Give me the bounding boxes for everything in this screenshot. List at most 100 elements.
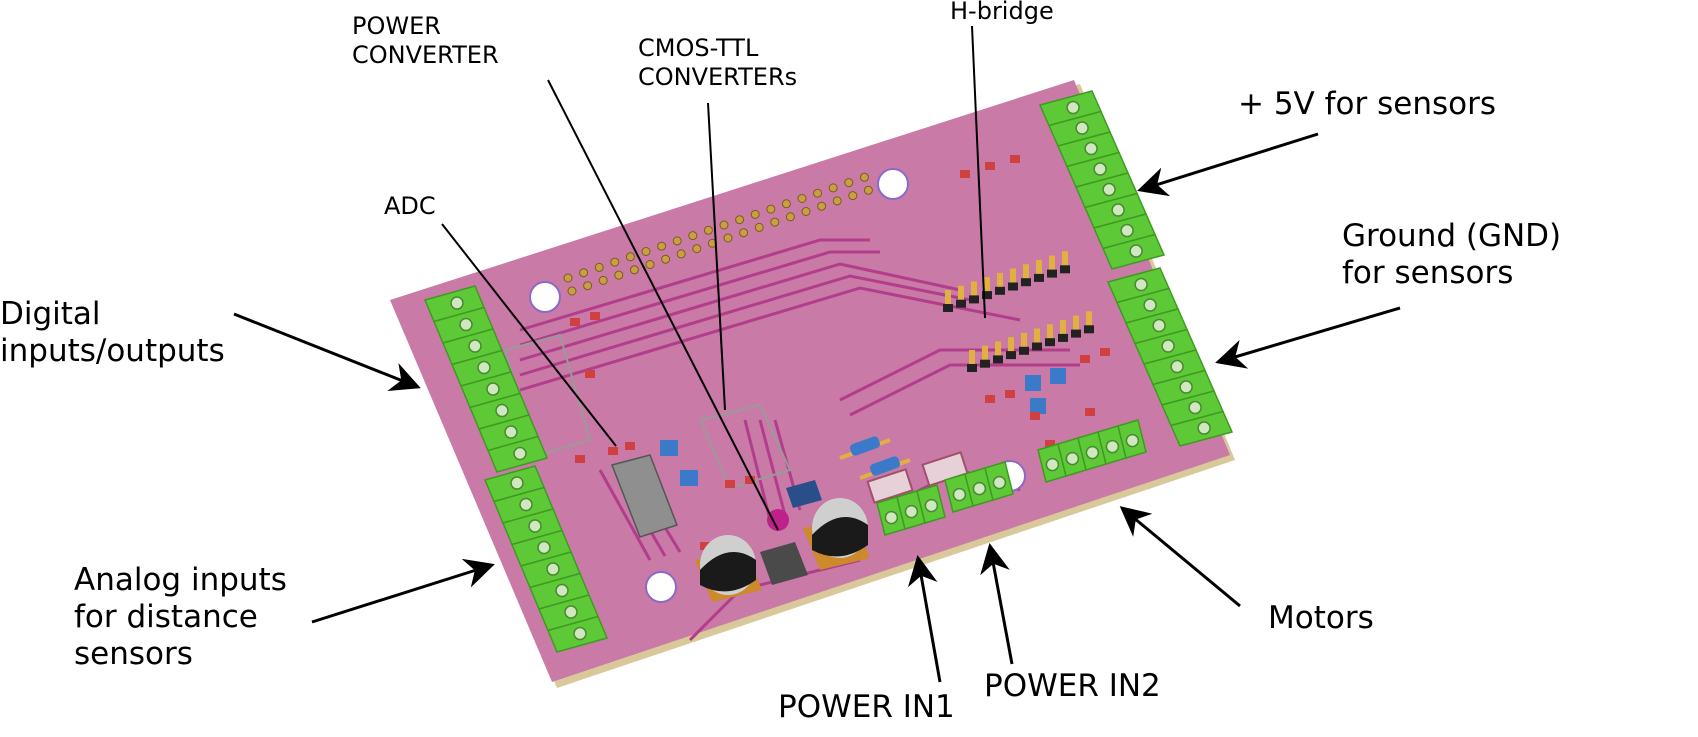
smd-pad bbox=[1085, 408, 1095, 416]
header-pin-base bbox=[1034, 274, 1044, 282]
header-pin-base bbox=[1006, 351, 1016, 359]
smd-pad bbox=[1030, 412, 1040, 420]
smd-pad bbox=[960, 170, 970, 178]
smd-pad bbox=[575, 455, 585, 463]
header-pin-base bbox=[1045, 338, 1055, 346]
terminal-screw bbox=[953, 489, 965, 501]
header-pin bbox=[818, 202, 826, 210]
header-pin-base bbox=[969, 295, 979, 303]
terminal-screw bbox=[885, 512, 897, 524]
header-pin bbox=[860, 173, 868, 181]
terminal-screw bbox=[1198, 422, 1210, 434]
header-pin bbox=[814, 189, 822, 197]
terminal-screw bbox=[547, 563, 559, 575]
header-pin-base bbox=[1084, 325, 1094, 333]
arrow-plus5v bbox=[1140, 134, 1318, 190]
arrow-ground bbox=[1218, 308, 1400, 362]
mounting-hole bbox=[878, 169, 908, 199]
terminal-screw bbox=[487, 383, 499, 395]
mounting-hole bbox=[530, 282, 560, 312]
terminal-screw bbox=[451, 297, 463, 309]
header-pin-base bbox=[1019, 347, 1029, 355]
terminal-screw bbox=[1171, 361, 1183, 373]
header-pin bbox=[611, 258, 619, 266]
terminal-screw bbox=[511, 477, 523, 489]
smd-pad bbox=[570, 318, 580, 326]
terminal-screw bbox=[925, 500, 937, 512]
terminal-screw bbox=[529, 520, 541, 532]
header-pin bbox=[630, 266, 638, 274]
header-pin-base bbox=[1071, 330, 1081, 338]
label-power-converter: POWER CONVERTER bbox=[352, 12, 499, 70]
label-plus5v: + 5V for sensors bbox=[1238, 86, 1496, 123]
header-pin bbox=[584, 282, 592, 290]
arrow-power-in1 bbox=[918, 558, 940, 682]
header-pin bbox=[658, 242, 666, 250]
terminal-screw bbox=[1126, 435, 1138, 447]
header-pin-base bbox=[1008, 283, 1018, 291]
smd-pad bbox=[985, 395, 995, 403]
terminal-screw bbox=[1067, 102, 1079, 114]
header-pin bbox=[615, 271, 623, 279]
header-pin bbox=[720, 221, 728, 229]
label-ground: Ground (GND) for sensors bbox=[1342, 218, 1561, 292]
terminal-screw bbox=[538, 542, 550, 554]
terminal-screw bbox=[1112, 204, 1124, 216]
header-pin bbox=[751, 210, 759, 218]
smd-pad bbox=[590, 312, 600, 320]
terminal-screw bbox=[565, 606, 577, 618]
header-pin bbox=[704, 226, 712, 234]
arrow-power-in2 bbox=[990, 546, 1012, 664]
terminal-screw bbox=[1046, 459, 1058, 471]
terminal-screw bbox=[1153, 320, 1165, 332]
terminal-screw bbox=[1094, 163, 1106, 175]
header-pin bbox=[595, 263, 603, 271]
terminal-screw bbox=[993, 477, 1005, 489]
header-pin-base bbox=[993, 355, 1003, 363]
mounting-hole bbox=[646, 572, 676, 602]
header-pin bbox=[724, 234, 732, 242]
terminal-screw bbox=[1106, 441, 1118, 453]
header-pin bbox=[786, 213, 794, 221]
arrow-motors bbox=[1122, 508, 1240, 606]
label-h-bridge: H-bridge bbox=[950, 0, 1054, 26]
label-motors: Motors bbox=[1268, 600, 1374, 637]
header-pin bbox=[662, 255, 670, 263]
header-pin bbox=[642, 248, 650, 256]
header-pin bbox=[673, 237, 681, 245]
label-digital-io: Digital inputs/outputs bbox=[0, 296, 225, 370]
smd-pad bbox=[608, 447, 618, 455]
terminal-screw bbox=[1076, 122, 1088, 134]
terminal-screw bbox=[1130, 245, 1142, 257]
header-pin bbox=[864, 186, 872, 194]
terminal-screw bbox=[1066, 453, 1078, 465]
smd-pad bbox=[725, 480, 735, 488]
header-pin bbox=[755, 223, 763, 231]
terminal-screw bbox=[574, 628, 586, 640]
header-pin-base bbox=[1058, 334, 1068, 342]
header-pin-base bbox=[967, 364, 977, 372]
terminal-screw bbox=[520, 499, 532, 511]
label-cmos-ttl: CMOS-TTL CONVERTERs bbox=[638, 34, 797, 92]
header-pin bbox=[626, 253, 634, 261]
header-pin bbox=[798, 195, 806, 203]
header-pin bbox=[802, 208, 810, 216]
terminal-screw bbox=[505, 426, 517, 438]
header-pin-base bbox=[1060, 265, 1070, 273]
smd-pad bbox=[985, 162, 995, 170]
terminal-screw bbox=[1180, 381, 1192, 393]
smd-pad bbox=[625, 442, 635, 450]
header-pin bbox=[829, 184, 837, 192]
terminal-screw bbox=[496, 405, 508, 417]
header-pin bbox=[599, 276, 607, 284]
terminal-screw bbox=[973, 483, 985, 495]
terminal-screw bbox=[556, 585, 568, 597]
header-pin bbox=[771, 218, 779, 226]
header-pin bbox=[580, 269, 588, 277]
header-pin bbox=[849, 192, 857, 200]
header-pin bbox=[677, 250, 685, 258]
header-pin bbox=[564, 274, 572, 282]
header-pin-base bbox=[980, 360, 990, 368]
terminal-screw bbox=[1144, 299, 1156, 311]
